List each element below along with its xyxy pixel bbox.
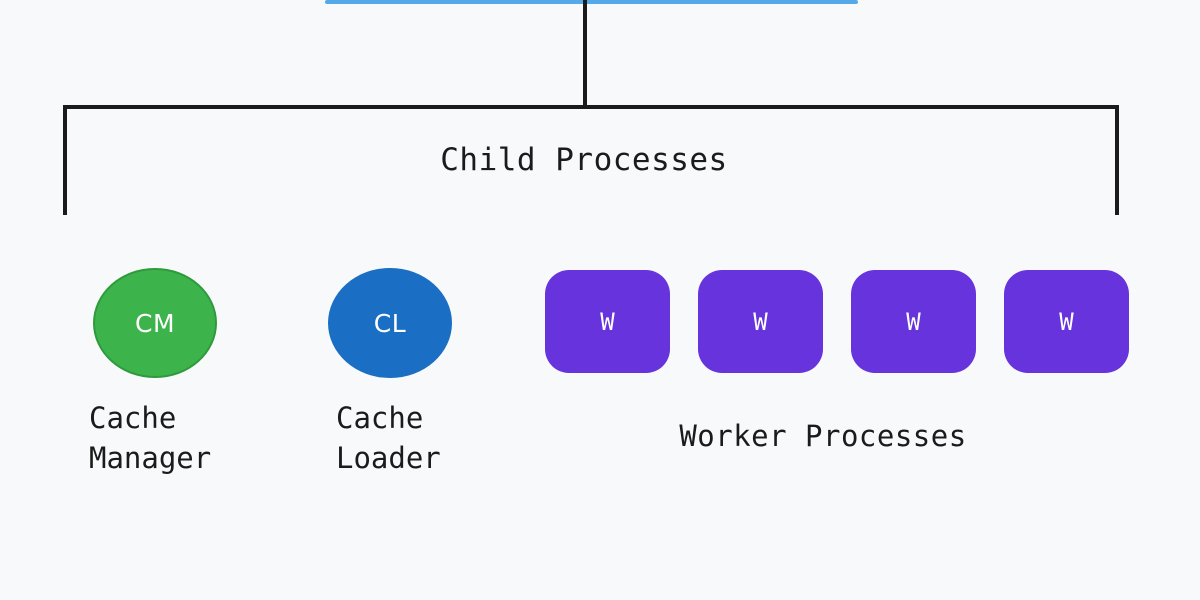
node-worker-1-abbr: W (600, 307, 615, 336)
node-cache-manager-abbr: CM (134, 308, 176, 338)
worker-processes-caption: Worker Processes (679, 419, 967, 453)
child-processes-title: Child Processes (440, 142, 728, 178)
node-worker-2[interactable]: W (698, 270, 823, 373)
node-cache-loader-caption: Cache Loader (336, 401, 441, 475)
node-cache-manager[interactable]: CM (93, 268, 217, 378)
parent-box-bottom-edge (325, 0, 858, 4)
parent-to-children-connector-line (583, 0, 587, 108)
node-worker-4[interactable]: W (1004, 270, 1129, 373)
node-worker-3-abbr: W (906, 307, 921, 336)
node-worker-3[interactable]: W (851, 270, 976, 373)
child-processes-bracket-right-tick (1115, 105, 1119, 215)
node-worker-2-abbr: W (753, 307, 768, 336)
node-cache-loader[interactable]: CL (328, 268, 452, 378)
node-cache-manager-caption: Cache Manager (89, 401, 212, 475)
node-worker-1[interactable]: W (545, 270, 670, 373)
node-cache-loader-abbr: CL (373, 308, 407, 338)
child-processes-bracket-span (63, 105, 1119, 109)
node-worker-4-abbr: W (1059, 307, 1074, 336)
child-processes-bracket-left-tick (63, 105, 67, 215)
